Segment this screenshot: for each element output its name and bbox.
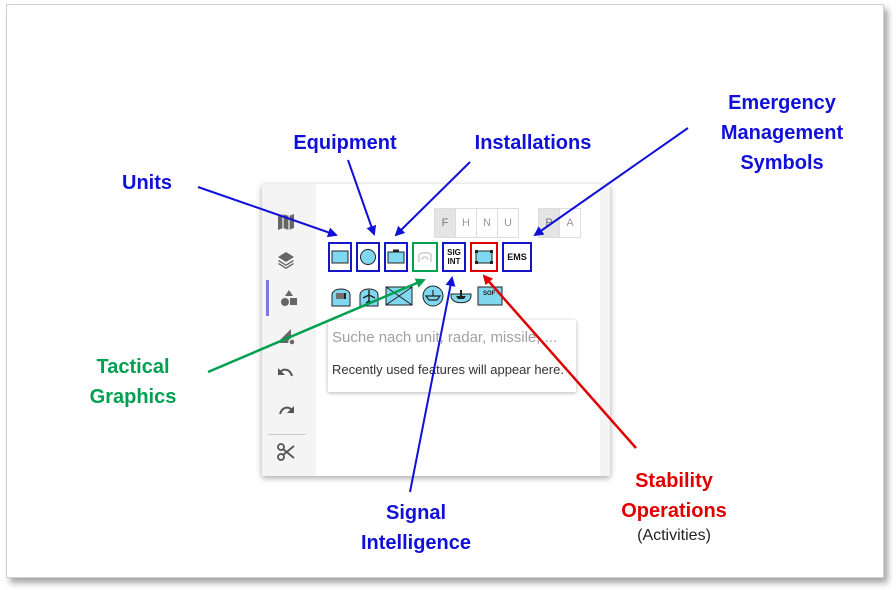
installations-label: Installations — [474, 132, 592, 154]
redo-button[interactable] — [266, 394, 306, 430]
affiliation-toggle: F H N U — [434, 208, 519, 238]
equipment-arrow — [347, 159, 377, 236]
shapes-icon — [281, 290, 297, 306]
category-equipment-button[interactable] — [356, 242, 380, 272]
installations-arrow — [394, 161, 471, 237]
bullet-arc-icon — [331, 288, 351, 307]
sof-label: SOF — [483, 291, 496, 297]
tactical-graphics-label: Tactical Graphics — [89, 356, 177, 408]
scissors-icon — [277, 443, 295, 461]
equipment-frame-icon — [360, 249, 376, 265]
stability-arrow — [482, 274, 637, 449]
submarine-icon — [450, 290, 472, 304]
affiliation-n[interactable]: N — [477, 209, 498, 237]
tactical-graphic-icon — [418, 252, 432, 262]
unit-frame-icon — [331, 250, 349, 264]
symbols-button[interactable] — [266, 280, 309, 316]
draw-settings-icon — [277, 329, 296, 346]
layers-icon — [278, 252, 294, 269]
category-signal-intelligence-button[interactable]: SIG INT — [442, 242, 466, 272]
symbol-ship-button[interactable] — [420, 282, 446, 310]
stability-frame-icon — [475, 250, 493, 264]
installation-frame-icon — [387, 249, 405, 264]
ems-label-annotation: Emergency Management Symbols — [720, 92, 844, 174]
status-a[interactable]: A — [566, 217, 574, 229]
layers-button[interactable] — [266, 242, 306, 278]
sidebar-divider — [268, 434, 306, 435]
ems-label: EMS — [507, 251, 527, 262]
affiliation-f[interactable]: F — [435, 209, 456, 237]
category-units-button[interactable] — [328, 242, 352, 272]
sigint-label: SIG INT — [447, 248, 461, 266]
symbol-sof-button[interactable]: SOF — [476, 282, 504, 310]
symbol-air-button[interactable] — [356, 282, 382, 310]
undo-icon — [278, 368, 293, 377]
signal-intelligence-label: Signal Intelligence — [360, 502, 472, 554]
category-stability-operations-button[interactable] — [470, 242, 498, 272]
ship-circle-icon — [422, 285, 444, 307]
affiliation-h[interactable]: H — [456, 209, 477, 237]
equipment-label: Equipment — [293, 132, 397, 154]
units-arrow — [197, 186, 338, 238]
category-tactical-graphics-button[interactable] — [412, 242, 438, 272]
tactical-arrow — [207, 278, 426, 374]
sigint-arrow — [409, 276, 456, 493]
category-installations-button[interactable] — [384, 242, 408, 272]
redo-icon — [279, 406, 294, 415]
scissors-button[interactable] — [266, 434, 306, 470]
category-ems-button[interactable]: EMS — [502, 242, 532, 272]
affiliation-u[interactable]: U — [504, 217, 512, 229]
units-label: Units — [122, 172, 172, 194]
undo-button[interactable] — [266, 356, 306, 392]
symbol-sea-surface-button[interactable] — [328, 282, 354, 310]
ems-arrow — [533, 127, 689, 237]
draw-settings-button[interactable] — [266, 318, 306, 354]
recent-features-hint: Recently used features will appear here. — [332, 362, 564, 377]
symbol-submarine-button[interactable] — [448, 282, 474, 310]
stability-activities-note: (Activities) — [637, 527, 711, 544]
stability-operations-label: Stability Operations (Activities) — [604, 466, 744, 546]
